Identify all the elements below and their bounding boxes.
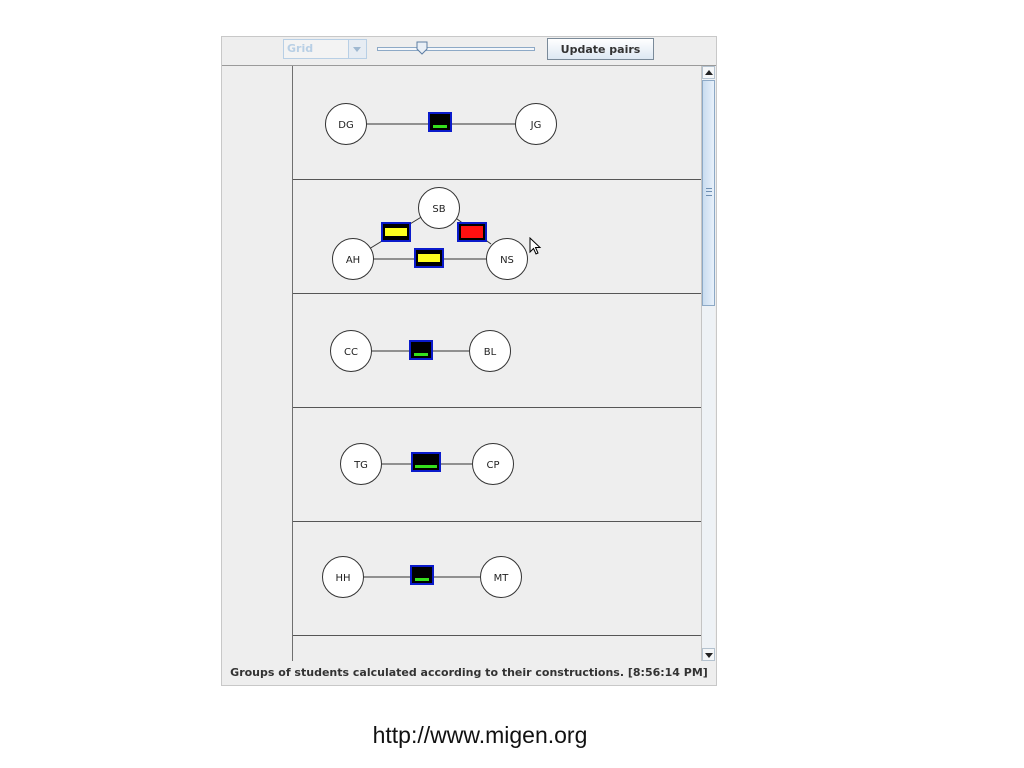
link-indicator[interactable] xyxy=(428,112,452,132)
node-label: NS xyxy=(500,255,514,266)
group-panel: TG CP xyxy=(293,408,701,522)
student-node[interactable]: HH xyxy=(322,556,364,598)
grip-icon xyxy=(706,188,712,196)
node-label: CC xyxy=(344,347,358,358)
student-node[interactable]: BL xyxy=(469,330,511,372)
group-panel xyxy=(293,636,701,661)
link-indicator[interactable] xyxy=(411,452,441,472)
footer-url[interactable]: http://www.migen.org xyxy=(372,722,588,748)
student-node[interactable]: TG xyxy=(340,443,382,485)
group-panel: CC BL xyxy=(293,294,701,408)
row-header xyxy=(222,66,293,661)
link-indicator-bar xyxy=(433,125,447,128)
node-label: TG xyxy=(353,460,368,471)
group-panel: HH MT xyxy=(293,522,701,636)
scroll-up-arrow-icon[interactable] xyxy=(702,66,715,79)
groups-scroll-pane[interactable]: DG JG xyxy=(222,65,716,661)
node-label: JG xyxy=(530,120,542,131)
toolbar: Grid Update pairs xyxy=(222,37,716,65)
node-label: HH xyxy=(335,573,350,584)
group-panel: DG JG xyxy=(293,66,701,180)
groups-list: DG JG xyxy=(293,66,701,661)
status-bar: Groups of students calculated according … xyxy=(230,666,708,679)
link-indicator-bar xyxy=(418,254,440,262)
zoom-slider[interactable] xyxy=(377,39,537,59)
node-label: SB xyxy=(432,204,445,215)
student-node[interactable]: MT xyxy=(480,556,522,598)
scroll-down-arrow-icon[interactable] xyxy=(702,648,715,661)
slider-track[interactable] xyxy=(377,47,535,51)
student-node[interactable]: AH xyxy=(332,238,374,280)
link-indicator-bar xyxy=(385,228,407,236)
slider-thumb-icon[interactable] xyxy=(416,41,428,55)
node-label: AH xyxy=(346,255,360,266)
node-label: MT xyxy=(494,573,510,584)
link-indicator-bar xyxy=(415,465,437,468)
student-node[interactable]: NS xyxy=(486,238,528,280)
student-node[interactable]: DG xyxy=(325,103,367,145)
student-node[interactable]: SB xyxy=(418,187,460,229)
group-panel: SB AH NS xyxy=(293,180,701,294)
scrollbar-thumb[interactable] xyxy=(702,80,715,306)
layout-select-value: Grid xyxy=(287,42,314,55)
link-indicator-bar xyxy=(414,353,428,356)
student-node[interactable]: CC xyxy=(330,330,372,372)
student-node[interactable]: CP xyxy=(472,443,514,485)
student-node[interactable]: JG xyxy=(515,103,557,145)
groups-window: Grid Update pairs DG xyxy=(221,36,717,686)
layout-select[interactable]: Grid xyxy=(283,39,367,59)
link-indicator[interactable] xyxy=(410,565,434,585)
link-indicator[interactable] xyxy=(409,340,433,360)
update-pairs-button[interactable]: Update pairs xyxy=(547,38,654,60)
node-label: BL xyxy=(484,347,497,358)
chevron-down-icon[interactable] xyxy=(348,40,366,58)
vertical-scrollbar[interactable] xyxy=(701,66,715,661)
mouse-pointer-icon xyxy=(529,236,543,261)
link-indicator-bar xyxy=(461,226,483,238)
node-label: CP xyxy=(486,460,499,471)
node-label: DG xyxy=(338,120,353,131)
link-indicator-bar xyxy=(415,578,429,581)
